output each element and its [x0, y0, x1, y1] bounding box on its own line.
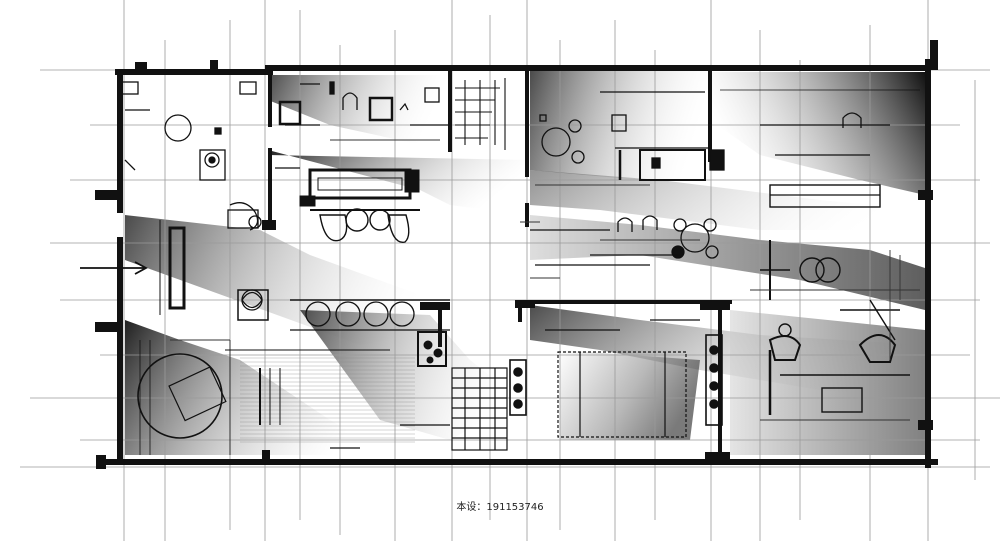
master-bedroom: [709, 89, 920, 208]
lounge-chair: [387, 214, 410, 243]
shadow-band: [268, 150, 528, 215]
tea-table: [541, 127, 571, 157]
exterior-walls: [97, 59, 938, 468]
side-table: [278, 100, 302, 126]
floor-hatch: [240, 355, 415, 445]
wall-cabinet: [424, 87, 440, 103]
sketch-strokes: [170, 139, 920, 421]
shadow-band: [530, 215, 925, 310]
lounge-chair: [319, 214, 348, 242]
right-lounge: [760, 240, 910, 415]
shadow-band: [710, 72, 925, 195]
planter: [509, 359, 527, 416]
bar-stool: [335, 301, 361, 327]
entry-arrow-icon: [80, 261, 148, 275]
bed: [769, 184, 881, 208]
wash-basin: [239, 81, 257, 95]
armchair: [768, 335, 802, 361]
coffee-table: [821, 387, 863, 413]
shadow-band: [530, 70, 710, 185]
display-rug: [557, 351, 687, 438]
wall-stubs: [95, 40, 938, 469]
bar-stool: [389, 301, 415, 327]
dining-area: [530, 215, 719, 266]
side-table: [368, 96, 394, 122]
shadow-band: [560, 350, 700, 440]
design-credit-caption: 本设：191153746: [456, 502, 544, 513]
gallery-area: [545, 319, 700, 438]
dining-counter: [290, 299, 450, 331]
toilet: [121, 81, 139, 95]
living-sofa-group: [275, 167, 420, 243]
sink: [204, 152, 220, 168]
tea-room: [539, 91, 710, 181]
staircase: [451, 367, 508, 451]
long-console: [168, 226, 186, 310]
lounge-room: [137, 340, 450, 455]
interior-walls: [268, 66, 732, 457]
shelf-grid: [455, 78, 506, 150]
ottoman: [345, 208, 369, 232]
left-console: [80, 220, 269, 321]
chair-arch: [617, 217, 633, 232]
shadow-band: [268, 75, 445, 150]
shadow-band: [730, 310, 925, 455]
shadow-band: [125, 215, 448, 345]
side-table: [815, 257, 841, 283]
decor-cluster: [417, 331, 447, 367]
pendant-lamp: [842, 112, 862, 128]
shower-tray: [227, 209, 259, 229]
armchair: [858, 334, 897, 363]
bathroom: [121, 81, 262, 231]
study-room: [278, 81, 450, 126]
planter: [705, 334, 723, 426]
planter-strips: [509, 334, 723, 426]
shelf: [611, 114, 627, 132]
round-table: [137, 353, 223, 439]
chair-arch: [642, 215, 658, 230]
stool: [571, 150, 585, 164]
arch-chair: [342, 92, 358, 110]
bar-stool: [305, 301, 331, 327]
dining-table: [680, 223, 710, 253]
ottoman: [369, 209, 391, 231]
stool: [568, 119, 582, 133]
bar-stool: [363, 301, 389, 327]
cabinet: [199, 149, 226, 181]
side-table: [799, 257, 825, 283]
round-tub: [164, 114, 192, 142]
cabinet: [639, 149, 706, 181]
